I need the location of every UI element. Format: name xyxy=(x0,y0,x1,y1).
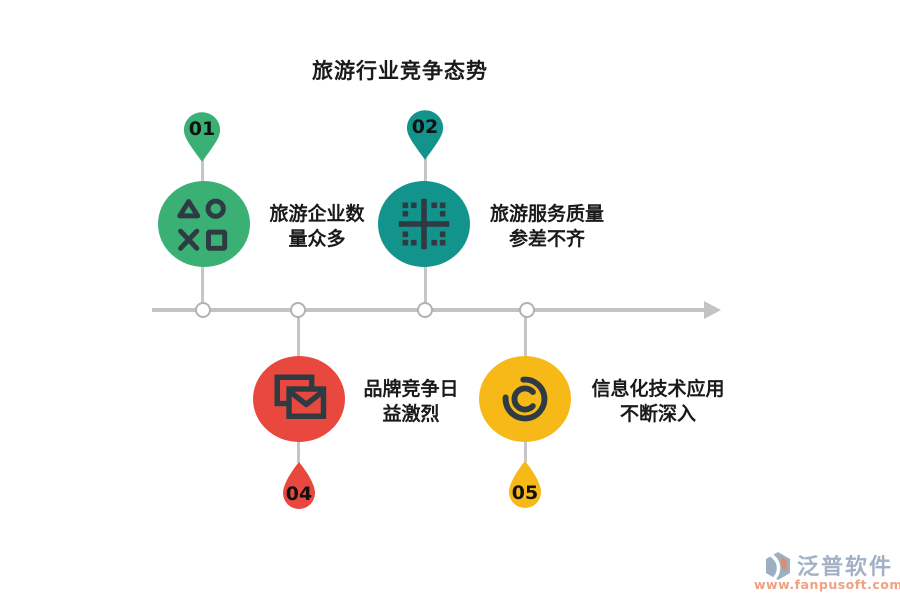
watermark-brand: 泛普软件 xyxy=(797,555,894,580)
icon-circle-04 xyxy=(253,356,345,442)
marker-drop-04: 04 xyxy=(281,462,317,512)
marker-number: 05 xyxy=(511,482,539,504)
watermark-url: www.fanpusoft.com xyxy=(754,577,900,592)
timeline-node-01 xyxy=(195,302,211,318)
droplet-icon xyxy=(509,461,541,508)
item-label-line2: 不断深入 xyxy=(619,403,696,425)
timeline-node-04 xyxy=(290,302,306,318)
item-label-line2: 益激烈 xyxy=(382,403,440,425)
item-label-line1: 旅游企业数 xyxy=(269,203,365,225)
game-shapes-icon xyxy=(177,198,228,251)
item-label-line1: 信息化技术应用 xyxy=(591,378,725,400)
double-envelope-icon xyxy=(274,374,327,419)
item-label-line2: 参差不齐 xyxy=(508,228,585,250)
timeline-node-05 xyxy=(519,302,535,318)
item-label-05: 信息化技术应用 不断深入 xyxy=(568,377,748,427)
marker-number: 01 xyxy=(188,118,216,140)
item-label-01: 旅游企业数 量众多 xyxy=(227,202,407,252)
marker-number: 02 xyxy=(411,116,439,138)
item-label-line2: 量众多 xyxy=(288,228,346,250)
pin-icon xyxy=(406,110,444,160)
spiral-arcs-icon xyxy=(502,376,548,422)
marker-pin-01: 01 xyxy=(183,111,221,163)
icon-circle-02 xyxy=(378,181,470,267)
item-label-line1: 品牌竞争日 xyxy=(363,378,459,400)
grid-plus-icon xyxy=(398,198,450,250)
icon-circle-01 xyxy=(158,181,250,267)
timeline-node-02 xyxy=(417,302,433,318)
droplet-icon xyxy=(283,462,315,509)
marker-number: 04 xyxy=(285,483,313,505)
item-label-line1: 旅游服务质量 xyxy=(489,203,604,225)
diagram-title: 旅游行业竞争态势 xyxy=(312,59,488,83)
icon-circle-05 xyxy=(479,356,571,442)
item-label-04: 品牌竞争日 益激烈 xyxy=(321,377,501,427)
fanpu-logo-icon xyxy=(762,550,794,586)
marker-drop-05: 05 xyxy=(507,461,543,511)
pin-icon xyxy=(183,112,221,162)
marker-pin-02: 02 xyxy=(406,109,444,161)
timeline-arrowhead-icon xyxy=(704,301,721,319)
item-label-02: 旅游服务质量 参差不齐 xyxy=(457,202,637,252)
